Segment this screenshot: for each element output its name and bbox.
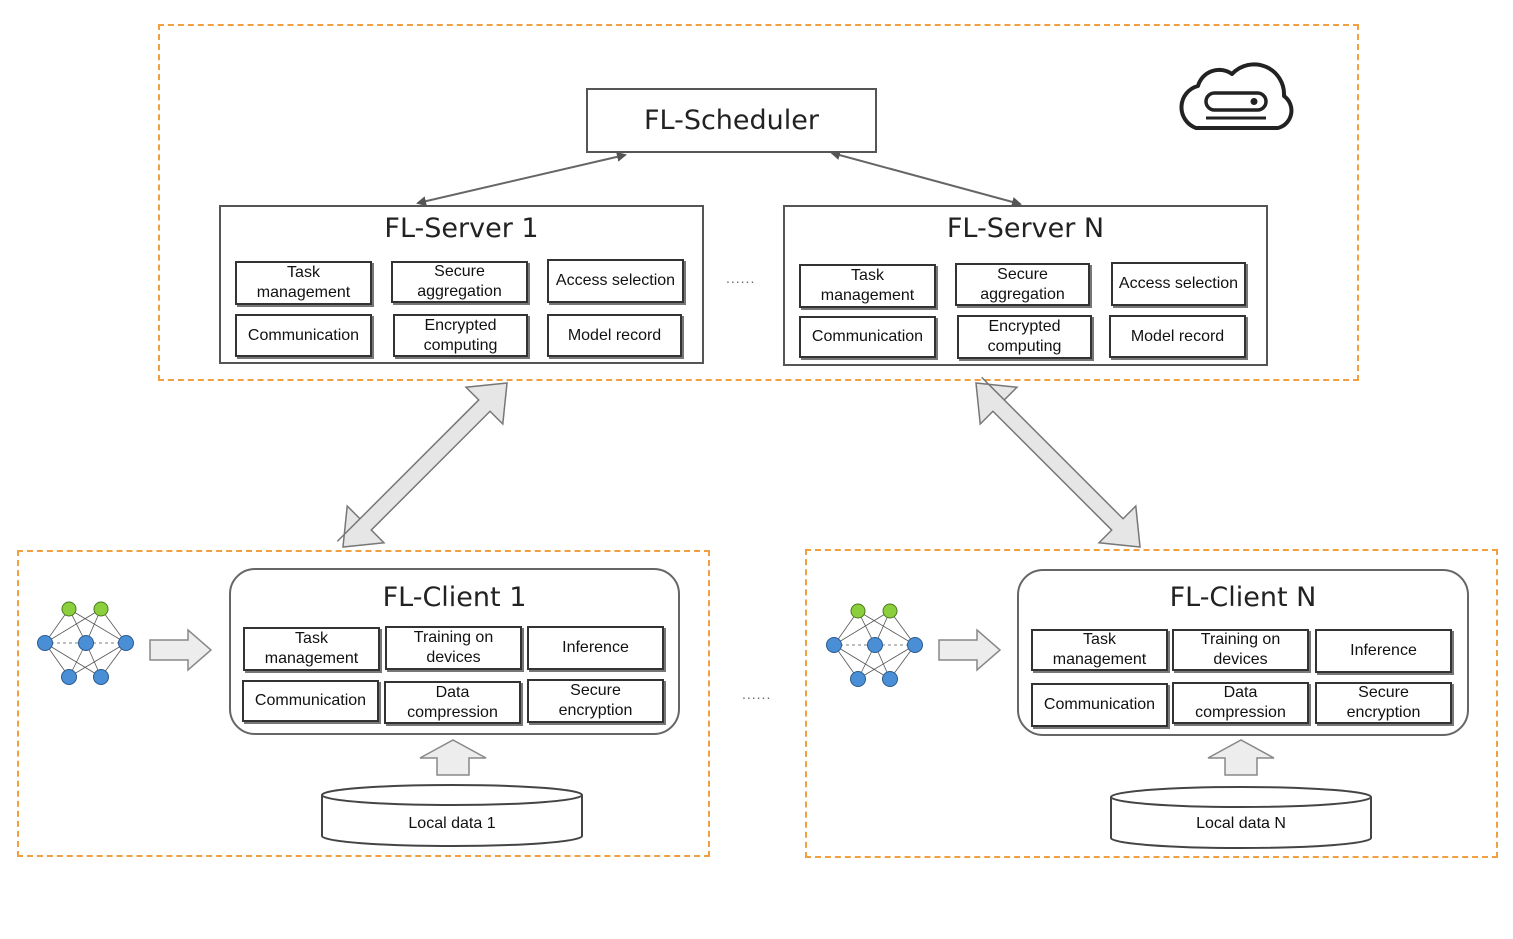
neural-network-icon bbox=[37, 601, 134, 685]
local-data-1-label: Local data 1 bbox=[408, 815, 496, 832]
client-1-module-training-on-devices: Training on devices bbox=[385, 626, 522, 670]
cloud-server-icon bbox=[1179, 62, 1294, 130]
server-1-client-1-double-arrow bbox=[336, 382, 508, 548]
server-1-module-secure-aggregation: Secure aggregation bbox=[391, 261, 528, 303]
fl-client-1-title: FL-Client 1 bbox=[382, 582, 527, 613]
fl-server-n: FL-Server N Task management Secure aggre… bbox=[783, 205, 1268, 366]
client-n-module-task-management: Task management bbox=[1031, 629, 1168, 671]
network-to-client-n-arrow bbox=[938, 628, 1002, 672]
fl-client-n: FL-Client N Task management Training on … bbox=[1017, 569, 1469, 736]
server-n-module-communication: Communication bbox=[799, 316, 936, 358]
scheduler-server-n-arrow bbox=[830, 150, 1022, 207]
servers-ellipsis: ...... bbox=[726, 270, 756, 286]
server-1-module-model-record: Model record bbox=[547, 314, 682, 357]
local-data-n-label: Local data N bbox=[1196, 815, 1286, 832]
client-1-module-task-management: Task management bbox=[243, 627, 380, 671]
client-n-module-training-on-devices: Training on devices bbox=[1172, 629, 1309, 671]
fl-scheduler-box: FL-Scheduler bbox=[586, 88, 877, 153]
client-1-module-communication: Communication bbox=[242, 680, 379, 722]
client-n-module-secure-encryption: Secure encryption bbox=[1315, 682, 1452, 724]
fl-server-1: FL-Server 1 Task management Secure aggre… bbox=[219, 205, 704, 364]
cloud-region bbox=[158, 24, 1359, 381]
local-data-n-cylinder bbox=[1110, 786, 1372, 849]
scheduler-server-1-arrow bbox=[416, 151, 627, 207]
client-n-module-inference: Inference bbox=[1315, 629, 1452, 673]
server-1-module-access-selection: Access selection bbox=[547, 259, 684, 303]
client-n-module-data-compression: Data compression bbox=[1172, 682, 1309, 724]
client-1-module-inference: Inference bbox=[527, 626, 664, 670]
clients-ellipsis: ...... bbox=[742, 686, 772, 702]
client-n-region bbox=[805, 549, 1498, 858]
server-n-module-encrypted-computing: Encrypted computing bbox=[957, 315, 1092, 359]
server-n-client-n-double-arrow bbox=[975, 376, 1141, 548]
server-1-module-communication: Communication bbox=[235, 314, 372, 357]
fl-server-n-title: FL-Server N bbox=[946, 213, 1105, 244]
client-1-region bbox=[17, 550, 710, 857]
client-1-module-secure-encryption: Secure encryption bbox=[527, 679, 664, 723]
server-n-module-secure-aggregation: Secure aggregation bbox=[955, 263, 1090, 306]
server-n-module-task-management: Task management bbox=[799, 264, 936, 308]
server-1-module-encrypted-computing: Encrypted computing bbox=[393, 314, 528, 357]
server-1-module-task-management: Task management bbox=[235, 261, 372, 305]
network-to-client-1-arrow bbox=[149, 628, 213, 672]
server-n-module-access-selection: Access selection bbox=[1111, 262, 1246, 306]
local-data-1-cylinder bbox=[321, 784, 583, 847]
fl-client-n-title: FL-Client N bbox=[1169, 582, 1317, 613]
fl-server-1-title: FL-Server 1 bbox=[384, 213, 539, 244]
client-n-module-communication: Communication bbox=[1031, 683, 1168, 727]
data-to-client-1-arrow bbox=[419, 739, 487, 776]
data-to-client-n-arrow bbox=[1207, 739, 1275, 776]
fl-scheduler-title: FL-Scheduler bbox=[643, 105, 819, 136]
server-n-module-model-record: Model record bbox=[1109, 315, 1246, 358]
client-1-module-data-compression: Data compression bbox=[384, 681, 521, 724]
neural-network-icon bbox=[826, 603, 923, 687]
fl-client-1: FL-Client 1 Task management Training on … bbox=[229, 568, 680, 735]
